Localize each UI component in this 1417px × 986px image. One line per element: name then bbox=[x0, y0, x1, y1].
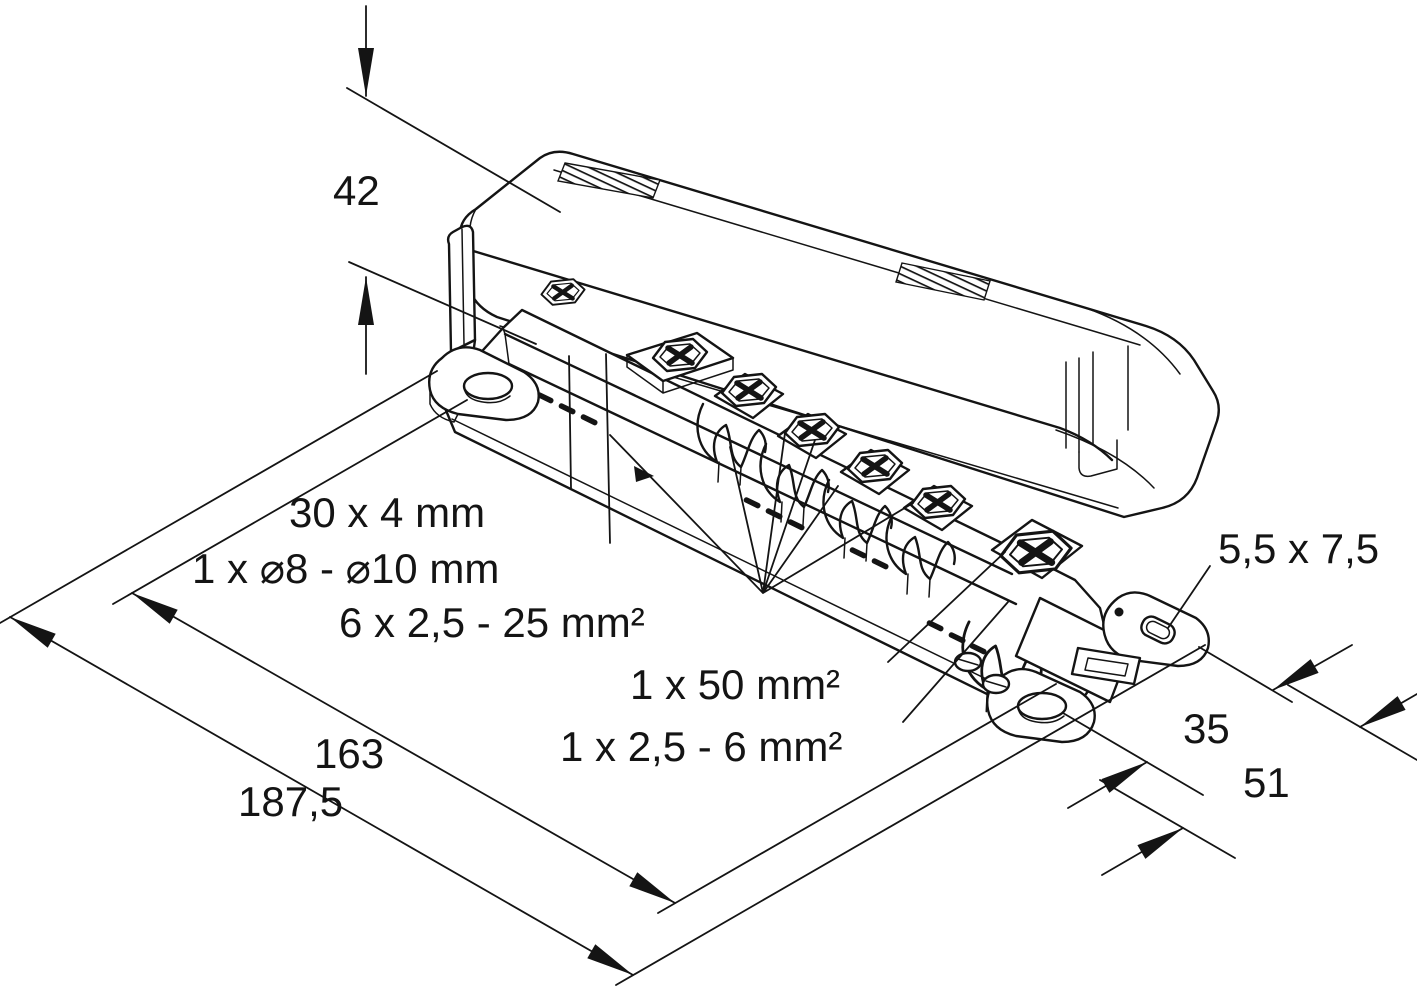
dim-163 bbox=[112, 399, 1057, 914]
claw-clamp-1 bbox=[696, 374, 785, 487]
oblong-slot-5-5x7-5 bbox=[1140, 615, 1176, 645]
cover-latch-prongs bbox=[1065, 345, 1129, 478]
overall-length-label: 187,5 bbox=[238, 778, 343, 825]
marking-dot bbox=[1114, 607, 1124, 617]
right-end-assembly bbox=[925, 591, 1210, 744]
end-width-outer-label: 51 bbox=[1243, 759, 1290, 806]
end-width-inner-label: 35 bbox=[1183, 705, 1230, 752]
hole-spacing-label: 163 bbox=[314, 730, 384, 777]
bonding-bar-device bbox=[428, 150, 1220, 744]
claw-clamp-4 bbox=[885, 486, 974, 599]
left-mounting-foot bbox=[428, 346, 540, 423]
dimension-annotations: 42 30 x 4 mm 1 x ⌀8 - ⌀10 mm 6 x 2,5 - 2… bbox=[0, 5, 1417, 986]
terminal-clamps bbox=[541, 279, 1084, 717]
device-cover bbox=[458, 150, 1220, 519]
dim-height-label: 42 bbox=[333, 167, 380, 214]
dim-187-5 bbox=[0, 370, 1206, 986]
leader-lines bbox=[568, 353, 1211, 723]
fixing-hole-left bbox=[462, 371, 514, 401]
main-terminal-label: 1 x 50 mm² bbox=[630, 661, 840, 708]
arrowhead bbox=[358, 48, 374, 96]
round-conductor-label: 1 x ⌀8 - ⌀10 mm bbox=[192, 545, 499, 592]
arrowhead bbox=[358, 277, 374, 325]
aux-terminal-label: 1 x 2,5 - 6 mm² bbox=[560, 723, 842, 770]
dim-51 bbox=[1099, 684, 1417, 876]
main-terminal-50mm2 bbox=[961, 518, 1084, 717]
cable-slot-piece bbox=[1070, 646, 1142, 686]
cover-label-patch-left bbox=[557, 162, 661, 199]
busbar-engravings bbox=[535, 391, 890, 571]
claw-clamp-3 bbox=[822, 450, 911, 563]
busbar-label: 30 x 4 mm bbox=[289, 489, 485, 536]
mounting-slot-label: 5,5 x 7,5 bbox=[1218, 525, 1379, 572]
claw-clamp-2 bbox=[759, 414, 848, 527]
cover-label-patch-right bbox=[895, 262, 991, 301]
aux-terminal-screws bbox=[953, 651, 1011, 695]
dim-height bbox=[346, 5, 561, 375]
round-conductor-terminal bbox=[625, 331, 735, 394]
rear-mounting-lobe bbox=[1102, 591, 1210, 668]
terminal-clamps-label: 6 x 2,5 - 25 mm² bbox=[339, 599, 645, 646]
